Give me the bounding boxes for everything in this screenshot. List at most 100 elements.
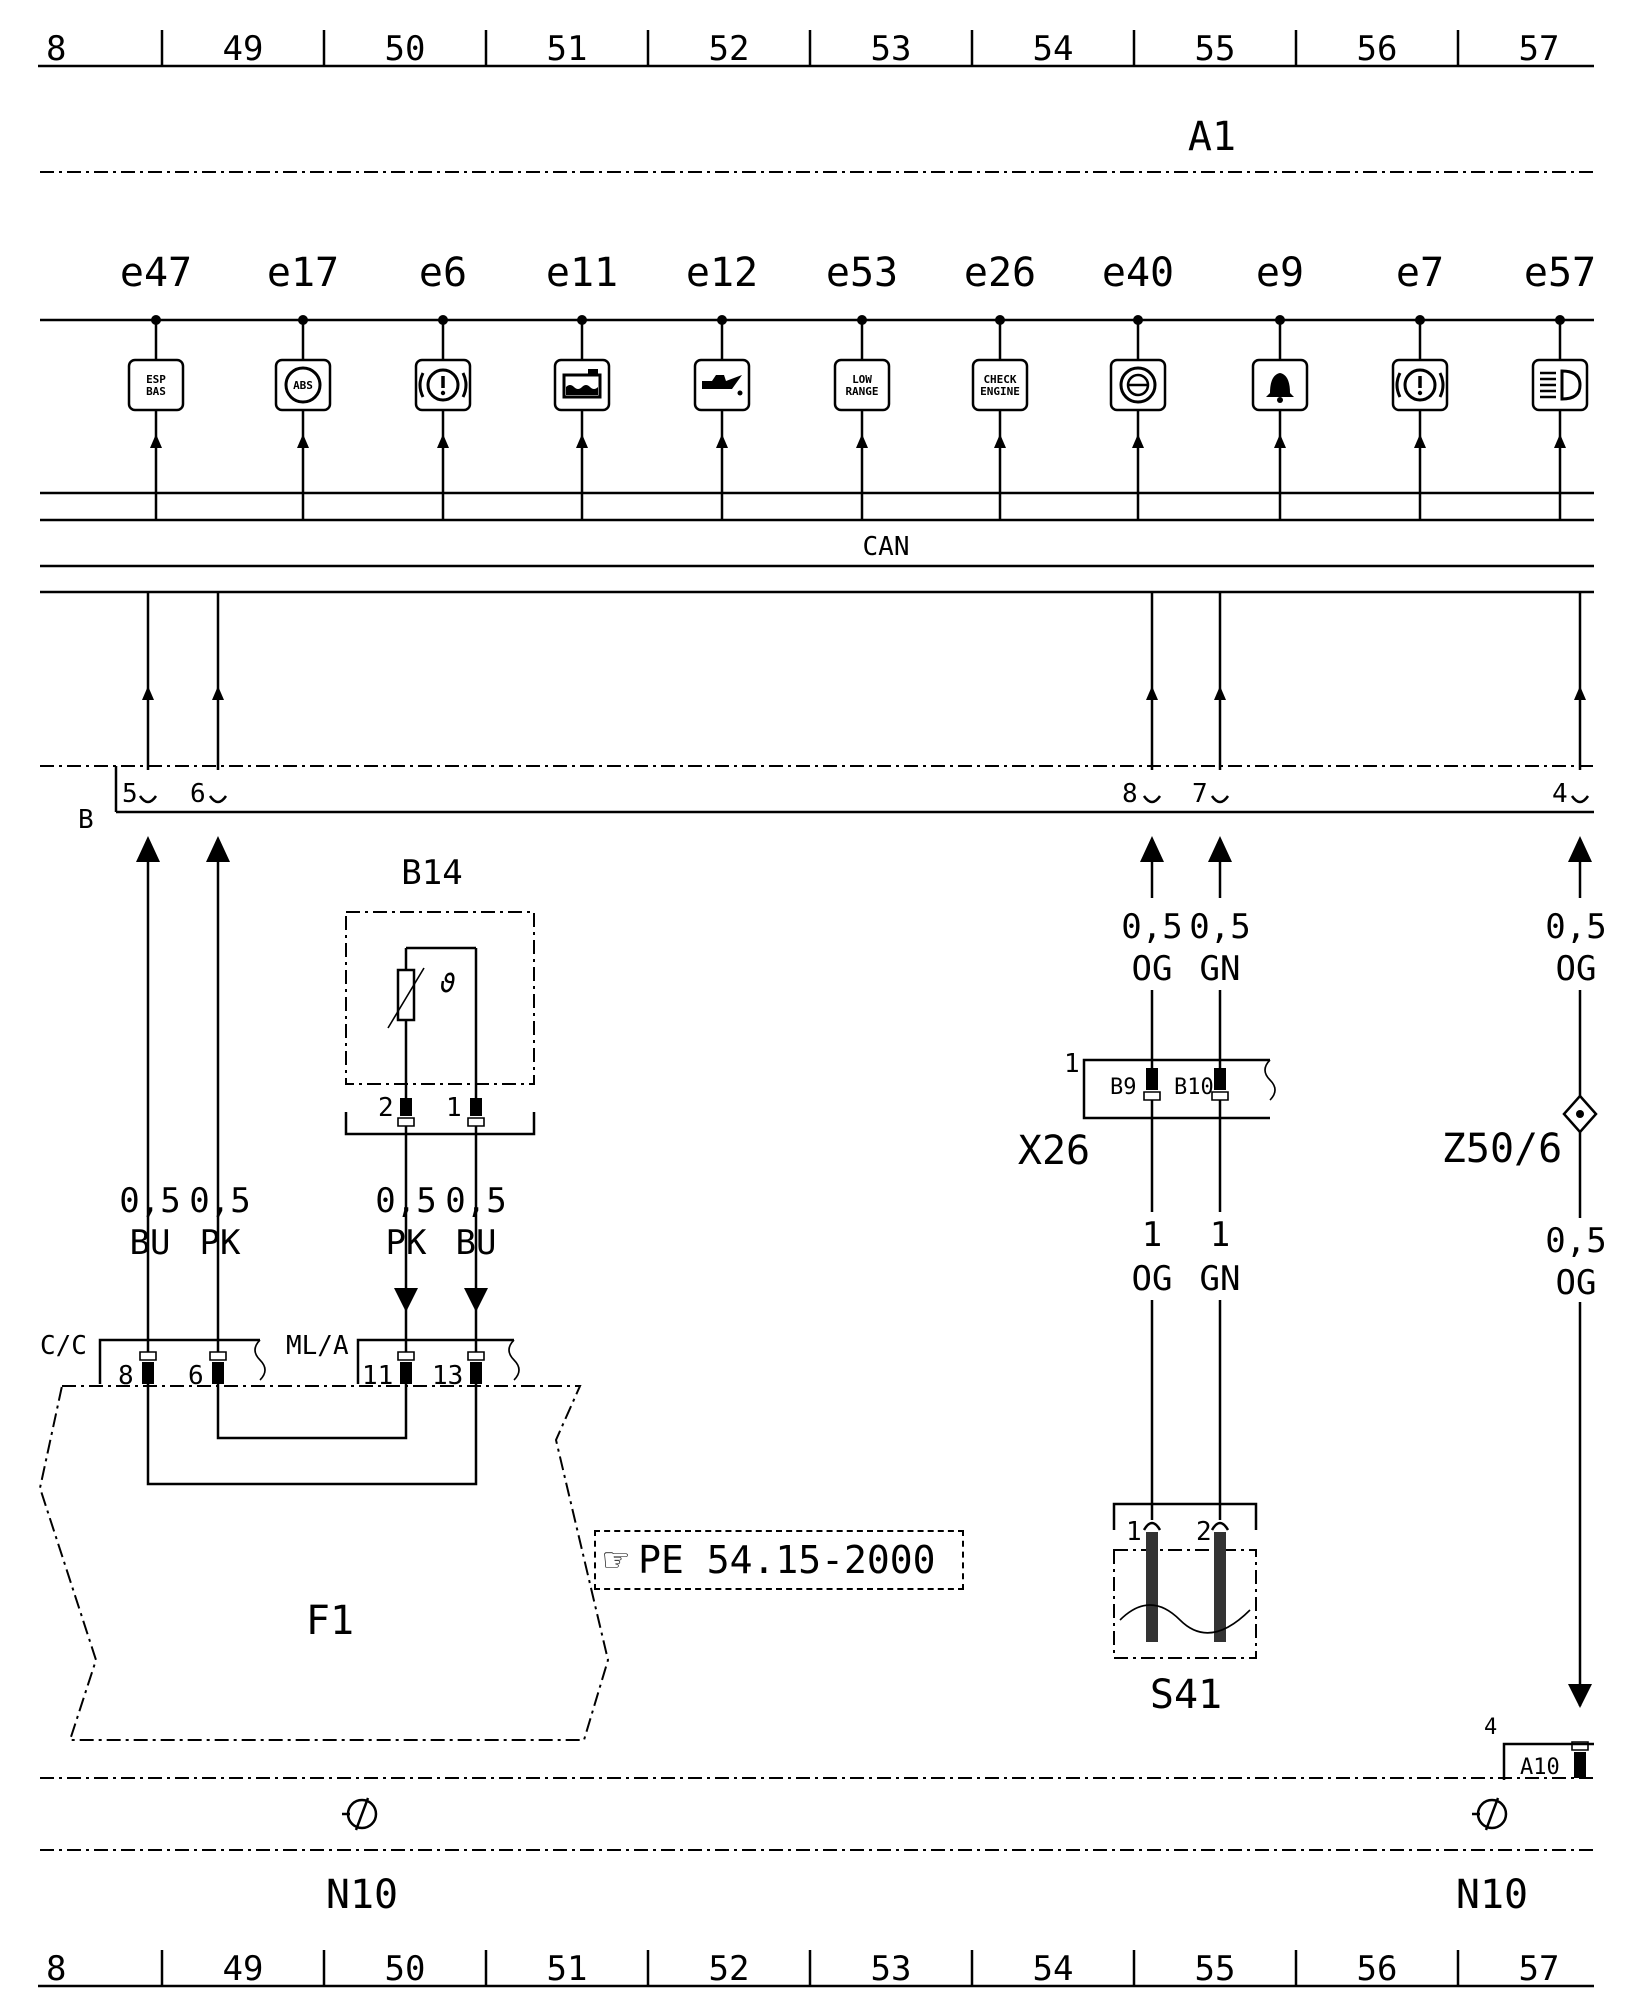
- s41-label: S41: [1150, 1672, 1222, 1718]
- sensor-pin-2: 2: [378, 1093, 394, 1123]
- indicator-text-e26: CHECK: [983, 373, 1016, 386]
- s41-pin-2: 2: [1196, 1517, 1212, 1547]
- z50-label: Z50/6: [1442, 1126, 1562, 1172]
- indicator-text-e47: BAS: [146, 385, 166, 398]
- module-label: A1: [1188, 114, 1236, 160]
- indicator-text-e47: ESP: [146, 373, 166, 386]
- ground-symbol-1: [342, 1797, 378, 1831]
- wire-7-size: 1: [1142, 1215, 1162, 1255]
- wire-5-color: OG: [1132, 949, 1173, 989]
- bottom-column-49: 49: [223, 1949, 264, 1989]
- ground-section: N10 N10: [40, 1777, 1594, 1918]
- wire-7-color: OG: [1132, 1259, 1173, 1299]
- top-column-53: 53: [871, 29, 912, 69]
- bottom-column-55: 55: [1195, 1949, 1236, 1989]
- ground-symbol-2: [1472, 1797, 1508, 1831]
- connector-b-pin-4: 4: [1552, 779, 1568, 809]
- connector-cc-pin-6: 6: [188, 1361, 204, 1391]
- indicator-label-e6: e6: [419, 250, 467, 296]
- bottom-column-48: 8: [46, 1949, 66, 1989]
- switch-s41: 1 2 S41: [1112, 1502, 1258, 1718]
- thermistor-symbol: [396, 968, 416, 1022]
- left-harness: 0,5 BU 0,5 PK: [119, 862, 251, 1352]
- wire-8-size: 1: [1210, 1215, 1230, 1255]
- top-column-51: 51: [547, 29, 588, 69]
- connector-b-pin-6: 6: [190, 779, 206, 809]
- cross-reference-text: PE 54.15-2000: [638, 1538, 936, 1582]
- indicator-label-e57: e57: [1524, 250, 1596, 296]
- indicator-label-e17: e17: [267, 250, 339, 296]
- connector-mla-label: ML/A: [286, 1331, 349, 1361]
- connector-b-pin-8: 8: [1122, 779, 1138, 809]
- x26-pin-1-label: 1: [1064, 1049, 1080, 1079]
- unit-f1: F1 C/C 8 6 ML/A 11 13: [38, 1331, 610, 1741]
- indicator-label-e12: e12: [686, 250, 758, 296]
- connector-mla-pin-11: 11: [362, 1361, 393, 1391]
- s41-pin-1: 1: [1126, 1517, 1142, 1547]
- cross-reference-box: ☞ PE 54.15-2000: [594, 1530, 964, 1590]
- indicator-label-e53: e53: [826, 250, 898, 296]
- bottom-column-57: 57: [1519, 1949, 1560, 1989]
- indicator-label-e40: e40: [1102, 250, 1174, 296]
- wire-4-color: BU: [456, 1223, 497, 1263]
- sensor-b14-label: B14: [401, 853, 462, 893]
- top-column-55: 55: [1195, 29, 1236, 69]
- indicator-e12: e12: [686, 250, 758, 520]
- bottom-column-56: 56: [1357, 1949, 1398, 1989]
- pointing-hand-icon: ☞: [604, 1537, 629, 1583]
- x26-pin-b9: B9: [1110, 1075, 1137, 1100]
- wire-2-color: PK: [200, 1223, 241, 1263]
- x26-label: X26: [1018, 1128, 1090, 1174]
- indicator-text-e53: RANGE: [845, 385, 878, 398]
- can-bus-label: CAN: [863, 532, 910, 562]
- splice-z50-branch: 0,5 OG Z50/6 0,5 OG 4 A10: [1442, 862, 1607, 1780]
- indicator-text-e53: LOW: [852, 373, 872, 386]
- wire-8-color: GN: [1200, 1259, 1241, 1299]
- wire-1-color: BU: [130, 1223, 171, 1263]
- connector-b-label: B: [78, 805, 94, 835]
- indicator-e9: e9: [1251, 250, 1309, 520]
- indicator-e7: e7: [1391, 250, 1449, 520]
- bottom-column-54: 54: [1033, 1949, 1074, 1989]
- wire-6-color: GN: [1200, 949, 1241, 989]
- top-column-54: 54: [1033, 29, 1074, 69]
- wire-6-size: 0,5: [1189, 907, 1250, 947]
- sensor-b14: B14 ϑ 2 1 0,5 PK 0,5 BU: [344, 853, 536, 1352]
- ground-label-2: N10: [1456, 1872, 1528, 1918]
- connector-b: B 5 6 8 7 4: [78, 766, 1594, 862]
- ground-label-1: N10: [326, 1872, 398, 1918]
- wire-10-color: OG: [1556, 1263, 1597, 1303]
- indicator-e40: e40: [1102, 250, 1174, 520]
- top-column-52: 52: [709, 29, 750, 69]
- indicator-label-e9: e9: [1256, 250, 1304, 296]
- bottom-column-50: 50: [385, 1949, 426, 1989]
- a10-label: A10: [1520, 1755, 1560, 1780]
- indicator-text-e26: ENGINE: [980, 385, 1020, 398]
- indicator-label-e11: e11: [546, 250, 618, 296]
- top-column-49: 49: [223, 29, 264, 69]
- indicator-e6: e6: [414, 250, 472, 520]
- connector-b-pin-5: 5: [122, 779, 138, 809]
- indicator-e57: e57: [1524, 250, 1596, 520]
- temperature-symbol: ϑ: [440, 969, 456, 999]
- connector-mla-pin-13: 13: [432, 1361, 463, 1391]
- connector-b-pin-7: 7: [1192, 779, 1208, 809]
- indicator-label-e26: e26: [964, 250, 1036, 296]
- sensor-pin-1: 1: [446, 1093, 462, 1123]
- indicator-e11: e11: [546, 250, 618, 520]
- wire-1-size: 0,5: [119, 1181, 180, 1221]
- top-column-50: 50: [385, 29, 426, 69]
- module-output-wires: [142, 592, 1586, 770]
- wire-2-size: 0,5: [189, 1181, 250, 1221]
- wire-5-size: 0,5: [1121, 907, 1182, 947]
- a10-pin-label: 4: [1484, 1715, 1497, 1740]
- wire-4-size: 0,5: [445, 1181, 506, 1221]
- bottom-column-53: 53: [871, 1949, 912, 1989]
